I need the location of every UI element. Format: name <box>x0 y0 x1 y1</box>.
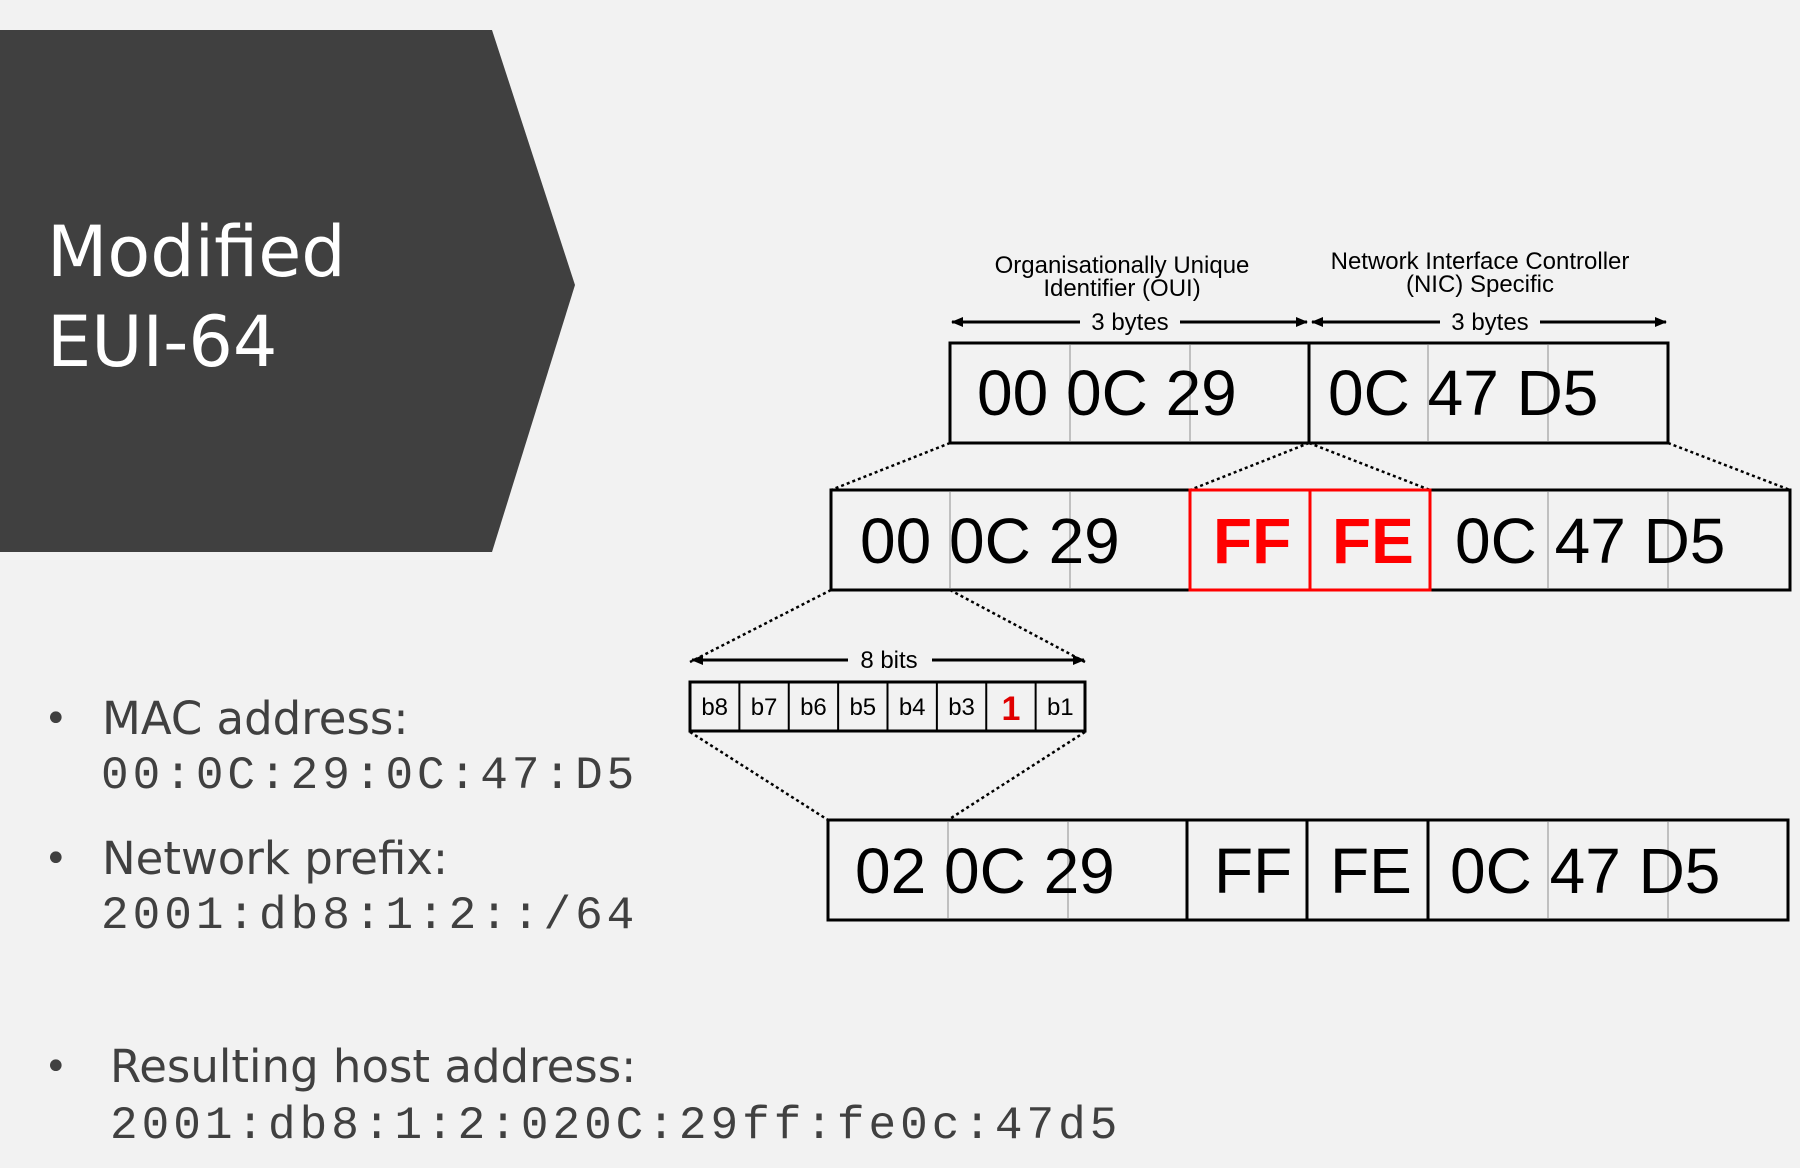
bullet-marker: • <box>44 696 68 742</box>
bits-label: 8 bits <box>860 647 917 674</box>
mac-nic-bytes: 0C 47 D5 <box>1328 357 1598 429</box>
result-oui-bytes: 02 0C 29 <box>855 835 1115 907</box>
expanded-nic-bytes: 0C 47 D5 <box>1455 505 1725 577</box>
expansion-connectors <box>830 441 1791 492</box>
bit-cell: b1 <box>1047 694 1074 721</box>
network-prefix-label: Network prefix: <box>102 832 449 885</box>
host-address-value: 2001:db8:1:2:020C:29ff:fe0c:47d5 <box>110 1100 1122 1152</box>
inserted-ff: FF <box>1213 505 1291 577</box>
bit-cell: b5 <box>849 694 876 721</box>
bit-cell: b6 <box>800 694 827 721</box>
result-nic-bytes: 0C 47 D5 <box>1450 835 1720 907</box>
bits-connectors-top <box>689 588 1086 664</box>
title-line-1: Modified <box>47 211 346 293</box>
nic-bytes-label: 3 bytes <box>1451 309 1528 336</box>
bullet-marker: • <box>44 1044 68 1090</box>
mac-address-value: 00:0C:29:0C:47:D5 <box>101 750 639 802</box>
inserted-fe: FE <box>1332 505 1414 577</box>
bit-cell: b3 <box>948 694 975 721</box>
nic-label-line-1: Network Interface Controller <box>1331 248 1630 275</box>
oui-bytes-label: 3 bytes <box>1091 309 1168 336</box>
mac-oui-bytes: 00 0C 29 <box>977 357 1237 429</box>
oui-label-line-2: Identifier (OUI) <box>1043 275 1200 302</box>
bit-cell-flipped: 1 <box>1001 690 1020 728</box>
network-prefix-value: 2001:db8:1:2::/64 <box>101 890 639 942</box>
nic-label-line-2: (NIC) Specific <box>1406 271 1554 298</box>
bit-cell: b7 <box>751 694 778 721</box>
bullet-marker: • <box>44 836 68 882</box>
title-line-2: EUI-64 <box>47 301 278 383</box>
oui-label-line-1: Organisationally Unique <box>995 252 1250 279</box>
host-address-label: Resulting host address: <box>110 1040 637 1093</box>
bit-cell: b8 <box>701 694 728 721</box>
bits-connectors-bottom <box>689 730 1086 822</box>
mac-address-label: MAC address: <box>102 692 409 745</box>
result-ff: FF <box>1214 835 1292 907</box>
expanded-oui-bytes: 00 0C 29 <box>860 505 1120 577</box>
bit-cell: b4 <box>899 694 926 721</box>
bit-cells: b8 b7 b6 b5 b4 b3 1 b1 <box>688 680 1087 733</box>
title-banner <box>0 30 575 552</box>
result-fe: FE <box>1330 835 1412 907</box>
